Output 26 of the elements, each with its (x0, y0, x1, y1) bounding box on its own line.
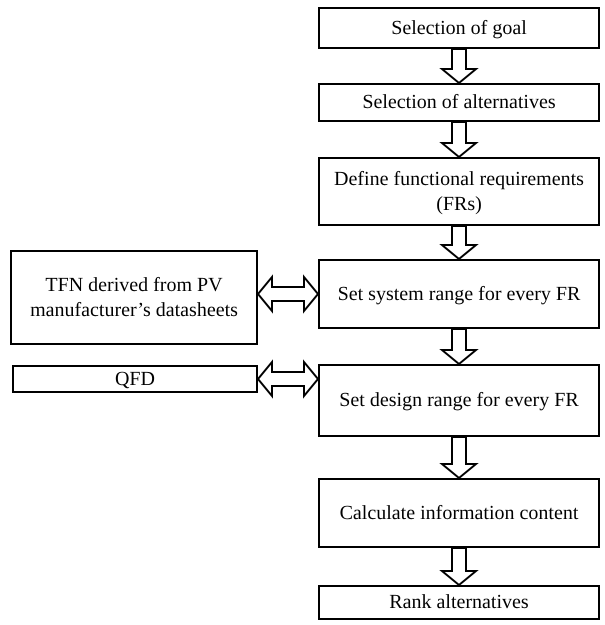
box-label: Set design range for every FR (339, 388, 579, 413)
box-label: Selection of alternatives (362, 90, 556, 115)
box-label: QFD (114, 366, 155, 392)
process-box (318, 478, 600, 548)
box-label: Rank alternatives (389, 590, 529, 615)
process-box (10, 250, 258, 345)
block-arrow (439, 48, 479, 84)
block-arrow (256, 274, 320, 314)
box-label: TFN derived from PV manufacturer’s datasheets (29, 272, 239, 322)
block-arrow (439, 225, 479, 260)
block-arrow (439, 121, 479, 158)
process-box (318, 7, 600, 49)
process-box (318, 259, 600, 329)
block-arrow (439, 328, 479, 366)
box-label: Selection of goal (391, 16, 527, 40)
block-arrow (439, 436, 479, 480)
box-label: Set system range for every FR (338, 282, 580, 306)
box-label: Define functional requirements (FRs) (333, 166, 585, 216)
process-box (318, 585, 600, 620)
process-box (12, 365, 258, 393)
block-arrow (256, 359, 320, 399)
block-arrow (439, 547, 479, 586)
process-box (318, 364, 600, 437)
process-box (318, 83, 600, 122)
box-label: Calculate information content (340, 500, 578, 526)
process-box (318, 157, 600, 226)
